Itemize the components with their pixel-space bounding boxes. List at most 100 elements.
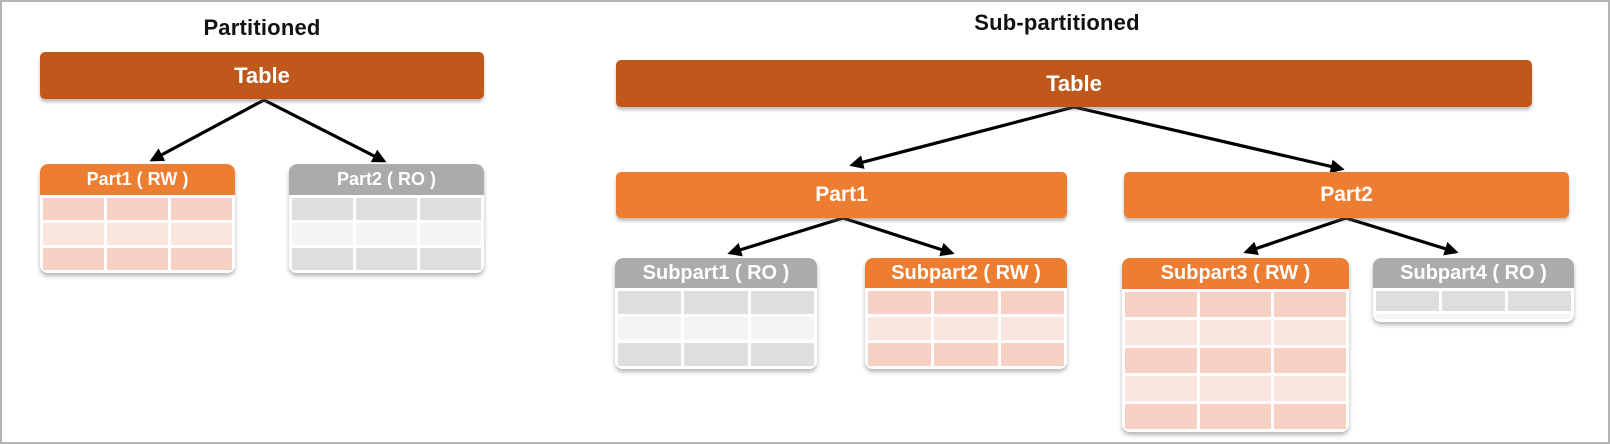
partition-bar-part2: Part2 [1124,172,1569,218]
table-data-cell [43,248,104,270]
table-data-cell [420,223,481,245]
table-data-cell [1199,404,1272,429]
left-root-table-bar: Table [40,52,484,99]
left-root-table-label: Table [234,62,290,88]
table-data-row [618,291,814,314]
table-data-cell [868,317,932,340]
subpartition-table-grid [865,288,1067,369]
table-data-cell [171,248,232,270]
right-root-table-label: Table [1046,70,1102,96]
arrow-right-table-to-part2 [1073,105,1345,174]
table-data-cell [107,198,168,220]
table-data-row [292,248,481,270]
partition-bar-label: Part1 [815,183,868,206]
partition-table-header: Part1 ( RW ) [40,164,235,195]
table-data-row [1376,291,1571,311]
arrow-part1-to-subpart2 [842,216,955,257]
partition-bar-label: Part2 [1320,183,1373,206]
subpartition-table-header: Subpart3 ( RW ) [1122,258,1349,289]
table-data-cell [43,223,104,245]
table-data-cell [1274,348,1347,373]
partition-table-grid [40,195,235,273]
table-data-cell [1274,292,1347,317]
partition-table-grid [289,195,484,273]
subpartition-table-subpart2-rw: Subpart2 ( RW ) [865,258,1067,369]
table-data-cell [868,343,932,366]
table-data-cell [1000,343,1064,366]
table-data-cell [107,248,168,270]
table-data-cell [292,198,353,220]
table-data-cell [356,248,417,270]
subpartition-table-grid [1122,289,1349,432]
table-data-row [868,343,1064,366]
table-data-cell [43,198,104,220]
table-data-cell [107,223,168,245]
table-data-row [43,223,232,245]
table-data-row [1125,348,1347,373]
partition-table-header: Part2 ( RO ) [289,164,484,195]
subpartition-table-subpart3-rw: Subpart3 ( RW ) [1122,258,1349,432]
table-data-cell [420,198,481,220]
table-data-cell [292,223,353,245]
table-data-cell [1199,320,1272,345]
table-data-cell [750,291,814,314]
table-data-cell [684,291,748,314]
table-data-cell [684,317,748,340]
left-section-title: Partitioned [203,15,321,40]
table-data-cell [1125,348,1197,373]
subpartition-table-subpart4-ro: Subpart4 ( RO ) [1373,258,1574,322]
table-data-cell [1508,291,1571,311]
table-data-cell [1000,317,1064,340]
table-data-cell [1274,376,1347,401]
table-data-row [1125,320,1347,345]
table-data-row [43,248,232,270]
table-data-cell [684,343,748,366]
arrow-right-table-to-part1 [849,105,1075,169]
table-data-cell [1199,348,1272,373]
table-data-cell [618,291,682,314]
table-data-cell [420,248,481,270]
table-data-row [868,317,1064,340]
table-data-cell [1125,320,1197,345]
partition-bar-part1: Part1 [616,172,1067,218]
table-data-cell [750,317,814,340]
table-data-row [292,223,481,245]
right-root-table-bar: Table [616,60,1532,107]
table-data-cell [868,291,932,314]
table-data-row [868,291,1064,314]
table-data-cell [750,343,814,366]
subpartition-table-header: Subpart1 ( RO ) [615,258,817,288]
table-data-cell [1125,404,1197,429]
table-data-cell [292,248,353,270]
table-data-cell [934,317,998,340]
table-data-row [1125,292,1347,317]
table-data-cell [934,343,998,366]
subpartition-table-subpart1-ro: Subpart1 ( RO ) [615,258,817,369]
table-data-cell [1199,376,1272,401]
table-data-row [618,317,814,340]
table-data-row [618,343,814,366]
table-data-cell [618,317,682,340]
table-data-cell [1274,320,1347,345]
table-data-row [1125,376,1347,401]
table-data-row [292,198,481,220]
table-data-cell [1125,376,1197,401]
right-section-title: Sub-partitioned [974,10,1140,35]
subpartition-table-grid [1373,288,1574,322]
subpartition-table-grid [615,288,817,369]
table-bottom-strip [1376,314,1571,319]
table-data-cell [618,343,682,366]
table-data-cell [1376,291,1439,311]
table-data-row [43,198,232,220]
arrow-part1-to-subpart1 [727,216,844,257]
partition-table-part1-rw: Part1 ( RW ) [40,164,235,273]
table-data-cell [1199,292,1272,317]
arrow-left-table-to-part2 [263,98,387,163]
partition-table-part2-ro: Part2 ( RO ) [289,164,484,273]
subpartition-table-header: Subpart2 ( RW ) [865,258,1067,288]
arrow-left-table-to-part1 [149,98,265,162]
arrow-part2-to-subpart3 [1243,216,1347,256]
table-data-cell [356,223,417,245]
table-data-cell [171,223,232,245]
